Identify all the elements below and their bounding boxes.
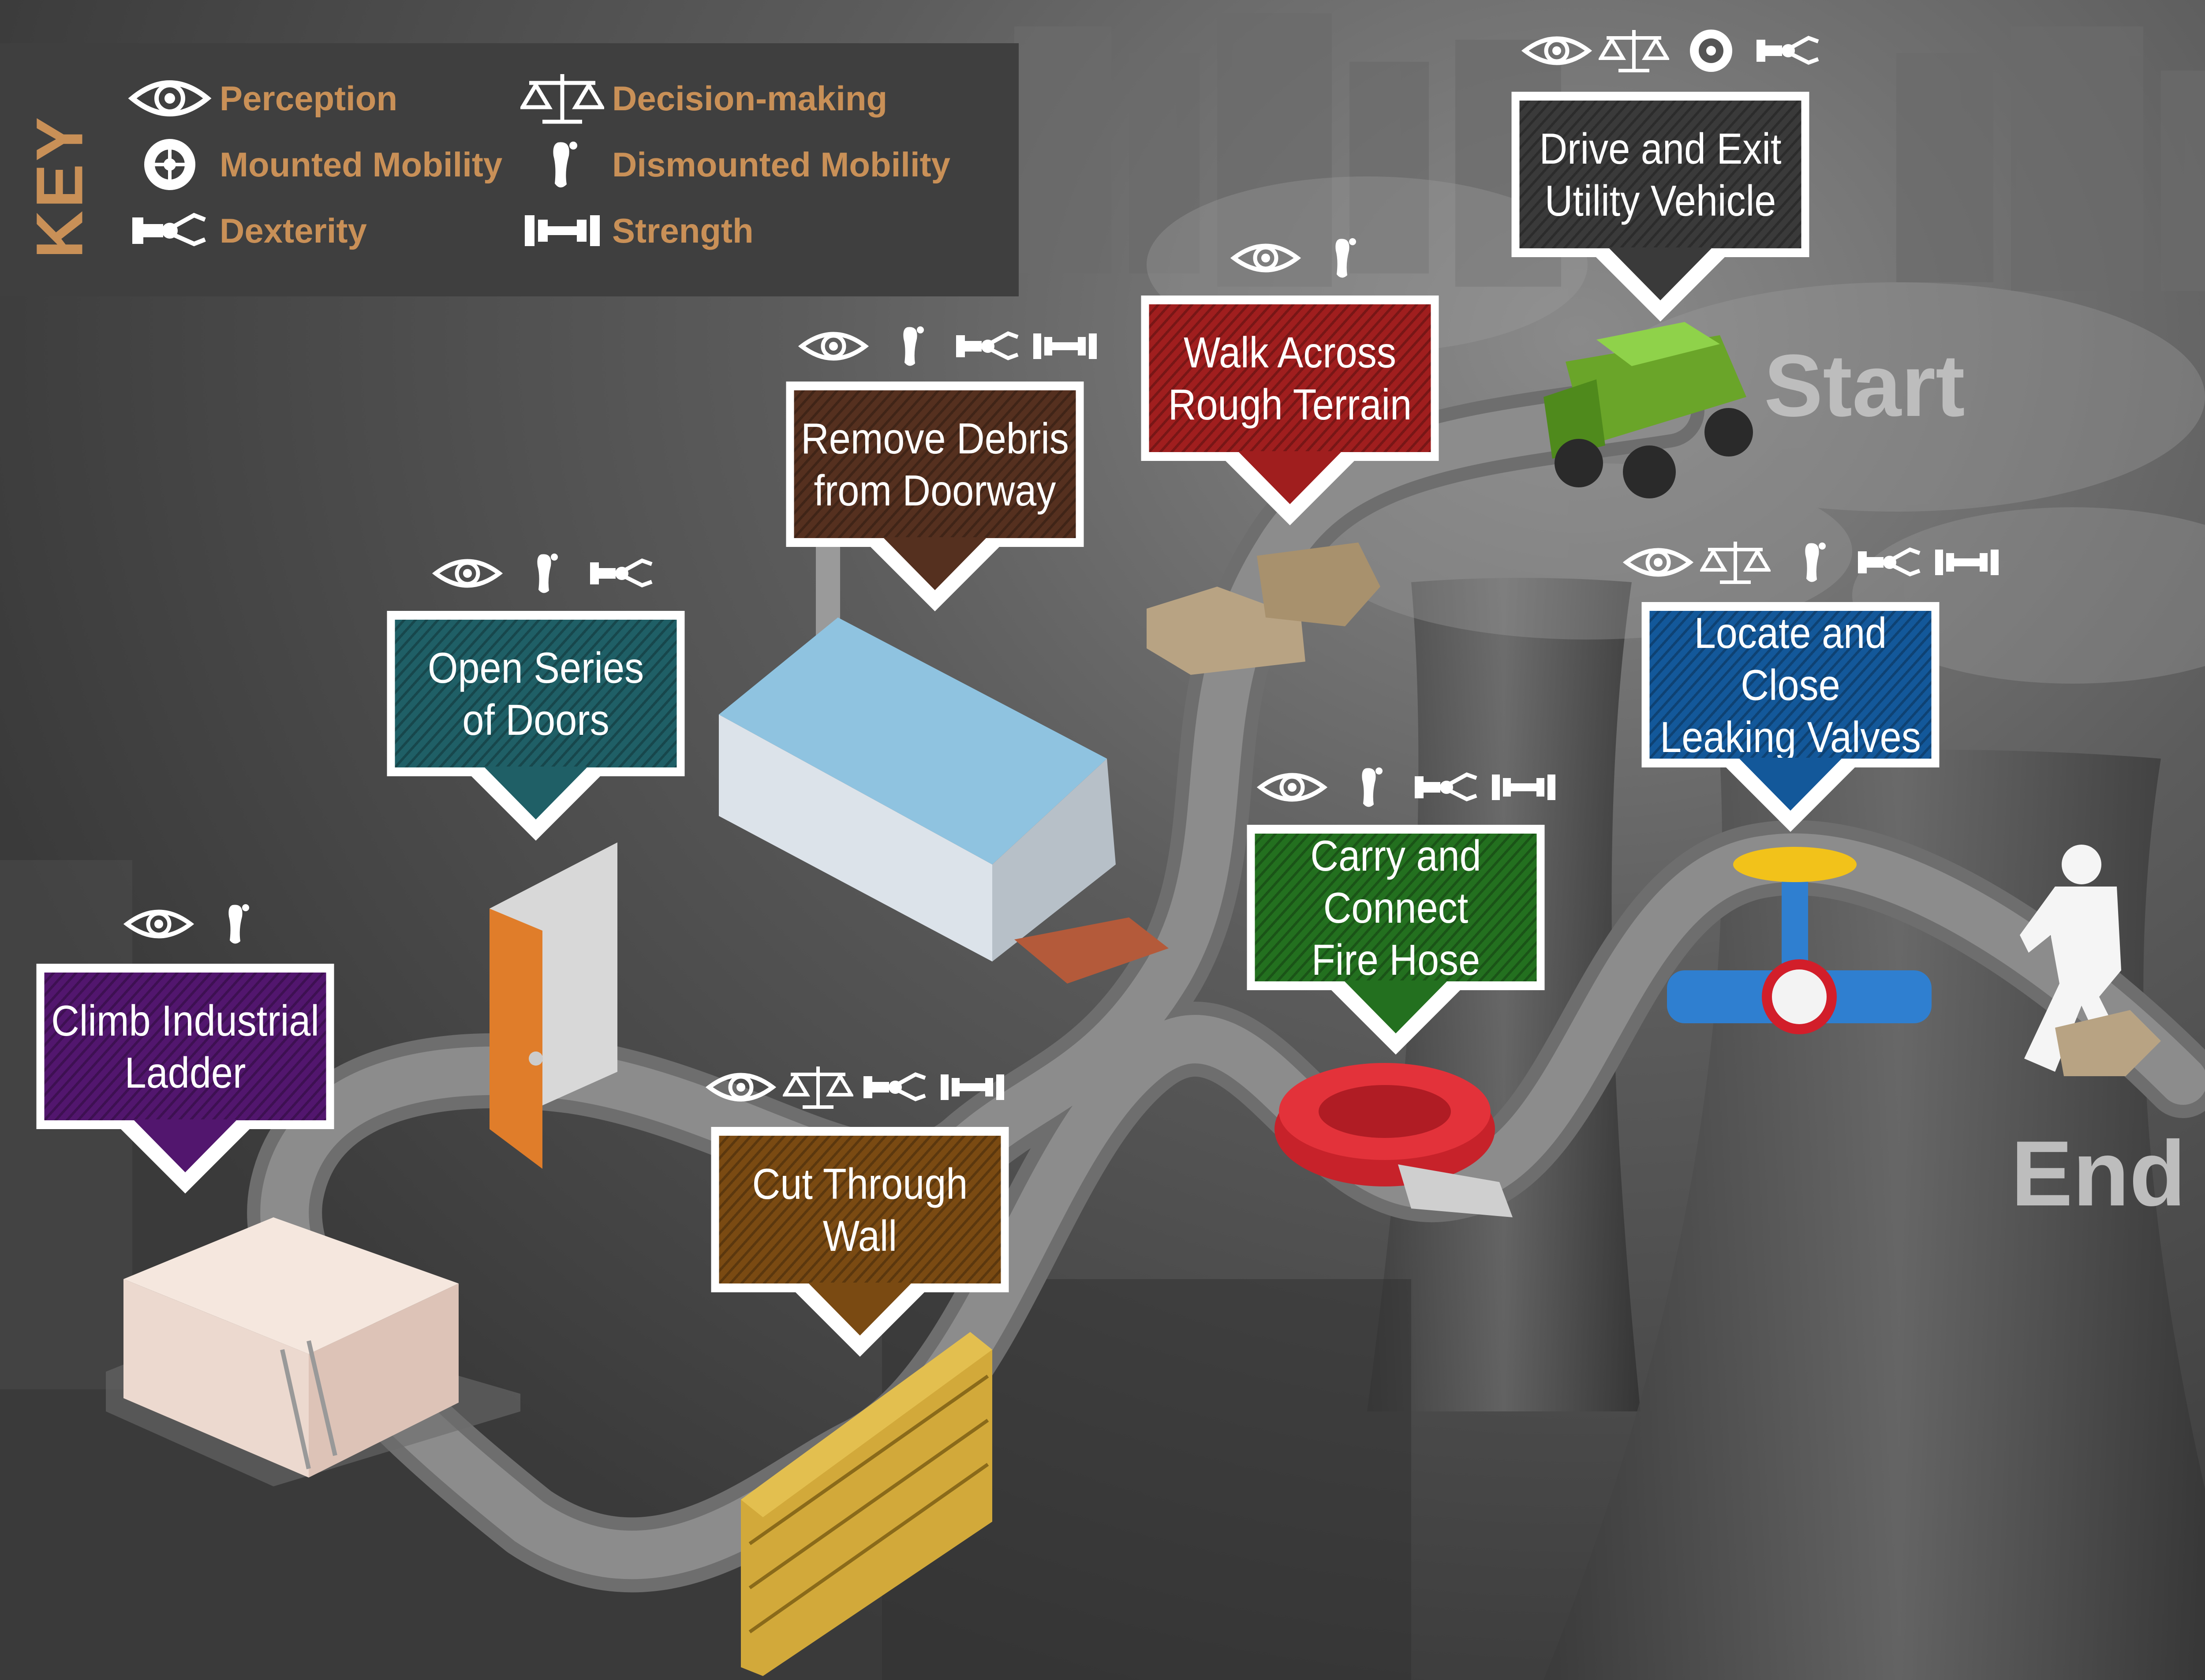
key-title: KEY (22, 114, 97, 259)
eye-icon (706, 1073, 776, 1102)
task-callout-walk: Walk Across Rough Terrain (1141, 296, 1439, 461)
balance-scale-icon (520, 74, 604, 124)
robot-arm-icon (1858, 547, 1921, 576)
eye-icon (1230, 243, 1301, 273)
eye-icon (1623, 548, 1693, 577)
dumbbell-icon (1033, 333, 1097, 359)
eye-icon (1521, 36, 1592, 65)
task-callout-ladder: Climb Industrial Ladder (36, 964, 334, 1129)
footprint-icon (903, 326, 924, 366)
footprint-icon (553, 142, 577, 188)
task-title: Remove Debris from Doorway (801, 414, 1069, 515)
balance-scale-icon (783, 1066, 853, 1109)
task-title: Carry and Connect Fire Hose (1310, 831, 1481, 984)
robot-arm-icon (1757, 36, 1819, 65)
factory-building-illustration (719, 543, 1169, 984)
task-title: Open Series of Doors (427, 643, 644, 744)
key-item-strength: Strength (520, 202, 754, 259)
brick-wall-illustration (741, 1332, 992, 1676)
task-callout-wall: Cut Through Wall (711, 1127, 1009, 1292)
task-title: Walk Across Rough Terrain (1168, 328, 1412, 429)
eye-icon (128, 80, 212, 116)
key-panel: KEY Perception Decision-making (0, 43, 1019, 296)
balance-scale-icon (1599, 30, 1669, 72)
dumbbell-icon (941, 1074, 1004, 1100)
ladder-building-illustration (106, 1217, 520, 1486)
eye-icon (1257, 773, 1327, 802)
key-item-perception: Perception (128, 70, 397, 127)
task-title: Drive and Exit Utility Vehicle (1539, 124, 1782, 225)
key-label: Mounted Mobility (220, 145, 503, 184)
key-item-mounted-mobility: Mounted Mobility (128, 136, 502, 193)
callout-pointer-fill (1238, 451, 1342, 504)
task-callout-valves: Locate and Close Leaking Valves (1641, 602, 1940, 767)
key-item-dexterity: Dexterity (128, 202, 367, 259)
callout-pointer-fill (1738, 758, 1842, 811)
robot-arm-icon (863, 1072, 926, 1101)
end-label: End (2011, 1122, 2186, 1225)
key-label: Decision-making (612, 79, 888, 118)
task-callout-drive: Drive and Exit Utility Vehicle (1511, 92, 1809, 257)
dumbbell-icon (525, 215, 600, 246)
key-label: Dismounted Mobility (612, 145, 950, 184)
footprint-icon (1805, 543, 1826, 582)
smoke (1147, 176, 2205, 684)
dumbbell-icon (1935, 550, 1999, 575)
eye-icon (432, 559, 503, 588)
task-title: Locate and Close Leaking Valves (1660, 608, 1921, 761)
callout-pointer-fill (1608, 247, 1712, 300)
utility-vehicle-illustration (1544, 322, 1753, 498)
footprint-icon (228, 904, 249, 944)
footprint-icon (537, 554, 558, 593)
task-title: Cut Through Wall (752, 1159, 968, 1260)
callout-pointer-fill (133, 1119, 237, 1172)
key-label: Dexterity (220, 211, 367, 250)
wheel-icon (1690, 30, 1732, 72)
balance-scale-icon (1700, 542, 1771, 584)
callout-pointer-fill (1344, 980, 1448, 1033)
task-title: Climb Industrial Ladder (51, 996, 319, 1097)
fire-hose-illustration (1274, 1063, 1513, 1217)
robot-arm-icon (132, 213, 206, 247)
callout-pointer-fill (883, 537, 987, 590)
callout-pointer-fill (808, 1283, 912, 1336)
key-item-dismounted-mobility: Dismounted Mobility (520, 136, 950, 193)
city-skyline (1014, 13, 2205, 291)
door-illustration (490, 842, 617, 1169)
task-callout-hose: Carry and Connect Fire Hose (1247, 825, 1545, 990)
robot-arm-icon (590, 558, 653, 587)
robot-arm-icon (1415, 772, 1477, 801)
task-callout-doors: Open Series of Doors (387, 611, 685, 776)
footprint-icon (1362, 767, 1383, 807)
eye-icon (123, 909, 194, 939)
robot-arm-icon (956, 331, 1019, 360)
key-label: Perception (220, 79, 398, 118)
eye-icon (798, 332, 869, 361)
rocks-illustration (1147, 543, 1380, 675)
wheel-icon (144, 139, 195, 190)
callout-pointer-fill (484, 767, 588, 819)
start-label: Start (1764, 337, 1965, 435)
task-callout-debris: Remove Debris from Doorway (786, 382, 1084, 547)
key-label: Strength (612, 211, 754, 250)
key-item-decision-making: Decision-making (520, 70, 887, 127)
footprint-icon (1335, 238, 1356, 278)
dumbbell-icon (1492, 775, 1555, 800)
valve-illustration (1667, 847, 1932, 1034)
